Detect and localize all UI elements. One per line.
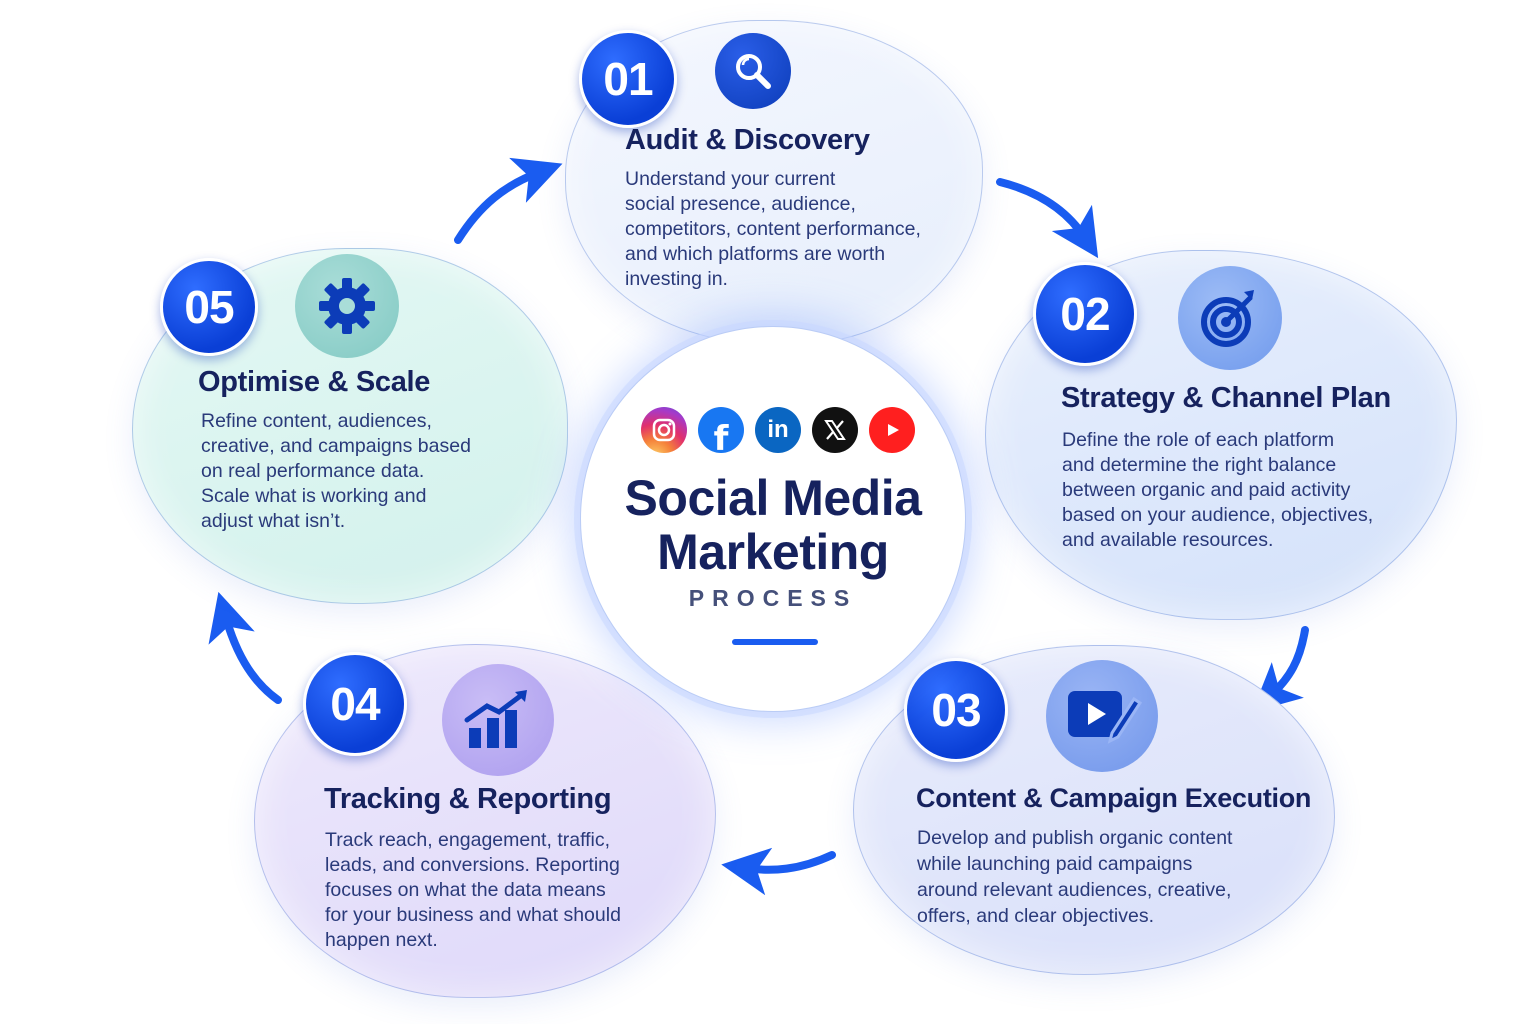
step-05-desc-line: Refine content, audiences, (201, 410, 432, 432)
step-04-desc-line: happen next. (325, 929, 438, 951)
step-04-title: Tracking & Reporting (324, 783, 612, 815)
step-02-desc-line: and available resources. (1062, 529, 1274, 551)
step-01-desc-line: and which platforms are worth (625, 243, 886, 265)
step-01-desc-line: competitors, content performance, (625, 218, 921, 240)
x-icon (812, 407, 858, 453)
arrow-05-to-01 (454, 157, 563, 244)
center-subtitle: PROCESS (688, 585, 858, 611)
step-02-title: Strategy & Channel Plan (1061, 382, 1391, 414)
step-02-description: Define the role of each platform and det… (1062, 428, 1373, 553)
center-title-line2: Marketing (657, 524, 889, 580)
step-02-desc-line: and determine the right balance (1062, 454, 1337, 476)
step-03-badge: 03 (904, 658, 1008, 762)
instagram-icon (641, 407, 687, 453)
social-icons-row: f in (641, 407, 915, 453)
step-03-title: Content & Campaign Execution (916, 783, 1312, 813)
step-01-badge: 01 (579, 30, 677, 128)
center-hub: f in Social Media Marketing PROCESS (580, 326, 966, 712)
center-underline (732, 639, 818, 645)
step-05-desc-line: Scale what is working and (201, 485, 427, 507)
step-03-desc-line: while launching paid campaigns (917, 853, 1193, 875)
step-04-desc-line: for your business and what should (325, 904, 621, 926)
step-01-desc-line: social presence, audience, (625, 193, 856, 215)
step-05-description: Refine content, audiences, creative, and… (201, 409, 471, 534)
step-01-desc-line: Understand your current (625, 168, 836, 190)
youtube-icon (869, 407, 915, 453)
arrow-02-to-03 (1252, 626, 1309, 713)
step-01-desc-line: investing in. (625, 268, 728, 290)
arrow-04-to-05 (208, 591, 282, 704)
magnifier-icon (715, 33, 791, 109)
step-02-desc-line: between organic and paid activity (1062, 479, 1351, 501)
step-05-desc-line: creative, and campaigns based (201, 435, 471, 457)
step-04-badge: 04 (303, 652, 407, 756)
step-05-desc-line: adjust what isn’t. (201, 510, 346, 532)
step-04-description: Track reach, engagement, traffic, leads,… (325, 828, 621, 953)
growth-chart-icon (442, 664, 554, 776)
step-04-desc-line: focuses on what the data means (325, 879, 606, 901)
step-05-badge: 05 (160, 258, 258, 356)
arrow-03-to-04 (721, 847, 836, 896)
step-05-desc-line: on real performance data. (201, 460, 425, 482)
gear-icon (295, 254, 399, 358)
step-04-desc-line: Track reach, engagement, traffic, (325, 829, 611, 851)
center-title-line1: Social Media (624, 470, 922, 526)
step-03-description: Develop and publish organic content whil… (917, 825, 1232, 929)
step-03-desc-line: Develop and publish organic content (917, 827, 1233, 849)
linkedin-icon: in (755, 407, 801, 453)
step-05-title: Optimise & Scale (198, 366, 431, 398)
target-icon (1178, 266, 1282, 370)
step-03-desc-line: around relevant audiences, creative, (917, 879, 1232, 901)
arrow-01-to-02 (996, 178, 1099, 259)
step-04-desc-line: leads, and conversions. Reporting (325, 854, 620, 876)
facebook-icon: f (698, 407, 744, 453)
step-02-desc-line: based on your audience, objectives, (1062, 504, 1374, 526)
step-01-description: Understand your current social presence,… (625, 167, 921, 292)
step-02-desc-line: Define the role of each platform (1062, 429, 1335, 451)
video-edit-icon (1046, 660, 1158, 772)
step-01-title: Audit & Discovery (625, 124, 870, 156)
step-02-badge: 02 (1033, 262, 1137, 366)
step-03-desc-line: offers, and clear objectives. (917, 905, 1155, 927)
